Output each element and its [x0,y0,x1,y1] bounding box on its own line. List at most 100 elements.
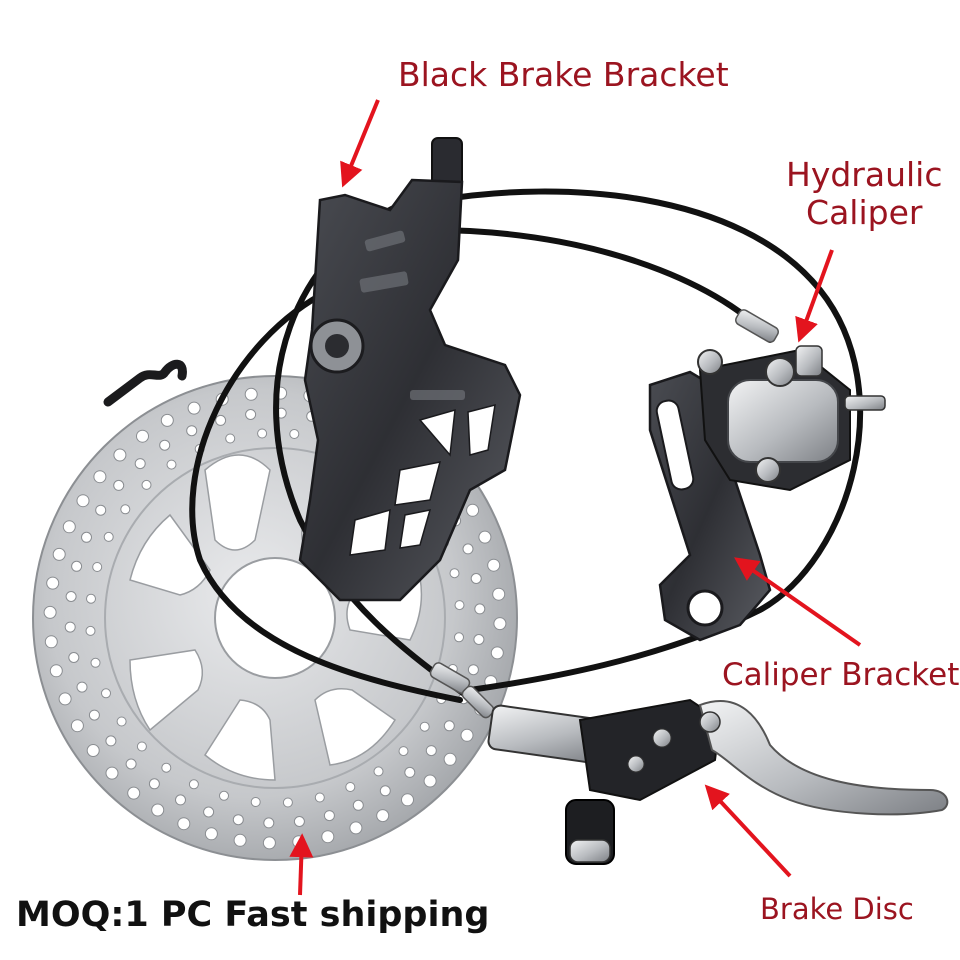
rotor-hole [86,593,96,604]
rotor-hole [466,503,480,517]
rotor-hole [250,797,261,807]
rotor-hole [113,479,125,491]
rotor-hole [90,657,101,668]
rotor-hole [68,652,80,663]
rotor-hole [70,719,84,733]
label-hydraulic-caliper: Hydraulic Caliper [786,156,942,232]
label-caliper-bracket: Caliper Bracket [722,657,960,693]
rotor-hole [136,429,149,443]
rotor-hole [492,587,506,601]
rotor-hole [159,439,171,451]
rotor-hole [76,681,88,693]
rotor-hole [263,817,275,829]
rotor-hole [225,433,236,444]
rotor-hole [321,830,335,844]
rotor-hole [443,752,457,766]
rotor-hole [65,591,77,602]
rotor-hole [314,792,325,803]
rotor-hole [282,797,293,808]
rotor-hole [105,766,119,780]
rotor-hole [64,621,76,633]
arrow-hydraulic-caliper [795,249,834,343]
rotor-hole [120,504,131,515]
rotor-hole [245,409,257,420]
rotor-hole [490,646,504,660]
black-brake-bracket [298,137,522,602]
rotor-hole [401,793,414,807]
rotor-hole [95,504,107,516]
hose-fittings [429,309,779,719]
rotor-hole [113,448,127,462]
rotor-hole [460,728,474,742]
hydraulic-caliper [697,345,886,492]
rotor-hole [166,459,177,470]
rotor-hole [289,429,300,439]
rotor-hole [345,782,356,792]
rotor-hole [244,387,258,401]
rotor-hole [232,814,244,826]
arrow-caliper-bracket [734,557,862,647]
rotor-hole [443,720,455,732]
rotor-hole [93,470,107,484]
rotor-hole [215,414,227,426]
rotor-hole [86,744,100,757]
rotor-hole [136,741,147,752]
rotor-hole [398,746,409,757]
rotor-hole [233,833,247,847]
rotor-hole [204,827,218,841]
rotor-hole [44,635,58,649]
rotor-hole [43,605,57,619]
rotor-hole [203,806,215,818]
rotor-hole [58,692,72,706]
rotor-hole [151,803,165,817]
rotor-hole [262,836,276,850]
arrow-black-brake-bracket [340,99,380,188]
spring-clip [103,359,187,407]
rotor-hole [487,558,501,572]
rotor-hole [160,413,174,427]
rotor-hole [175,794,186,806]
rotor-hole [105,735,117,747]
moq-shipping-banner: MOQ:1 PC Fast shipping [16,895,490,935]
rotor-hole [454,632,464,643]
rotor-hole [103,531,114,542]
rotor-hole [101,688,111,699]
rotor-hole [219,790,229,801]
rotor-hole [92,562,103,572]
rotor-hole [473,634,485,645]
rotor-hole [141,479,152,490]
label-brake-disc: Brake Disc [760,892,914,926]
rotor-hole [454,600,465,611]
arrow-brake-disc [704,784,792,878]
rotor-hole [116,716,127,727]
rotor-hole [478,530,492,544]
rotor-hole [462,543,474,555]
rotor-hole [187,401,201,415]
rotor-hole [470,573,482,584]
label-hydraulic-caliper-line2: Caliper [806,192,923,232]
rotor-hole [46,576,60,590]
rotor-hole [85,625,96,636]
rotor-hole [423,774,437,788]
rotor-hole [125,758,137,770]
rotor-hole [373,766,384,777]
pointer-arrows [289,99,862,896]
rotor-hole [404,766,416,778]
rotor-hole [161,762,172,773]
rotor-hole [425,745,437,757]
label-black-brake-bracket: Black Brake Bracket [398,55,729,94]
rotor-hole [467,664,479,676]
rotor-hole [177,817,191,831]
label-hydraulic-caliper-line1: Hydraulic [786,155,943,194]
rotor-hole [493,617,507,631]
rotor-hole [88,709,100,721]
rotor-hole [449,568,460,579]
rotor-hole [352,799,364,811]
rotor-hole [62,520,76,534]
rotor-hole [379,785,391,797]
rotor-hole [474,603,486,615]
rotor-hole [293,816,305,827]
rotor-hole [188,779,199,790]
rotor-hole [49,664,63,678]
